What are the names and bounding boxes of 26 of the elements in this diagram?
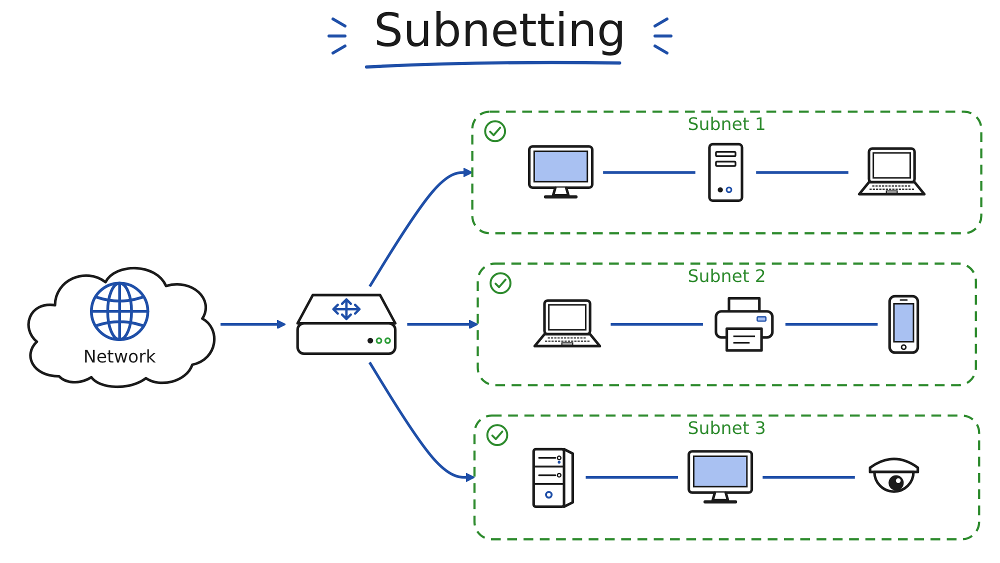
- node-label: Network: [82, 344, 157, 368]
- laptop-icon: [858, 146, 926, 195]
- dome-camera-icon: [868, 457, 920, 492]
- group-title: Subnet 2: [688, 264, 766, 288]
- printer-icon: [714, 296, 774, 352]
- server-tower-icon: [532, 447, 574, 508]
- cloud-shape: [27, 266, 216, 388]
- desktop-tower-icon: [708, 142, 744, 202]
- group-title: Subnet 1: [688, 112, 766, 136]
- group-title: Subnet 3: [688, 416, 766, 440]
- arrow: [368, 167, 473, 287]
- connector-line: [586, 476, 678, 478]
- router-icon: [296, 293, 397, 355]
- arrow: [407, 319, 478, 329]
- smartphone-icon: [888, 294, 920, 354]
- connector-line: [785, 322, 878, 326]
- arrow: [368, 361, 475, 482]
- laptop-icon: [533, 298, 602, 347]
- arrow: [220, 319, 286, 329]
- connector-line: [762, 476, 855, 478]
- connector-line: [603, 170, 696, 174]
- connector-line: [610, 322, 703, 326]
- monitor-icon: [688, 450, 754, 503]
- connector-line: [756, 170, 848, 174]
- monitor-icon: [528, 144, 594, 198]
- title: Subnetting: [374, 4, 626, 57]
